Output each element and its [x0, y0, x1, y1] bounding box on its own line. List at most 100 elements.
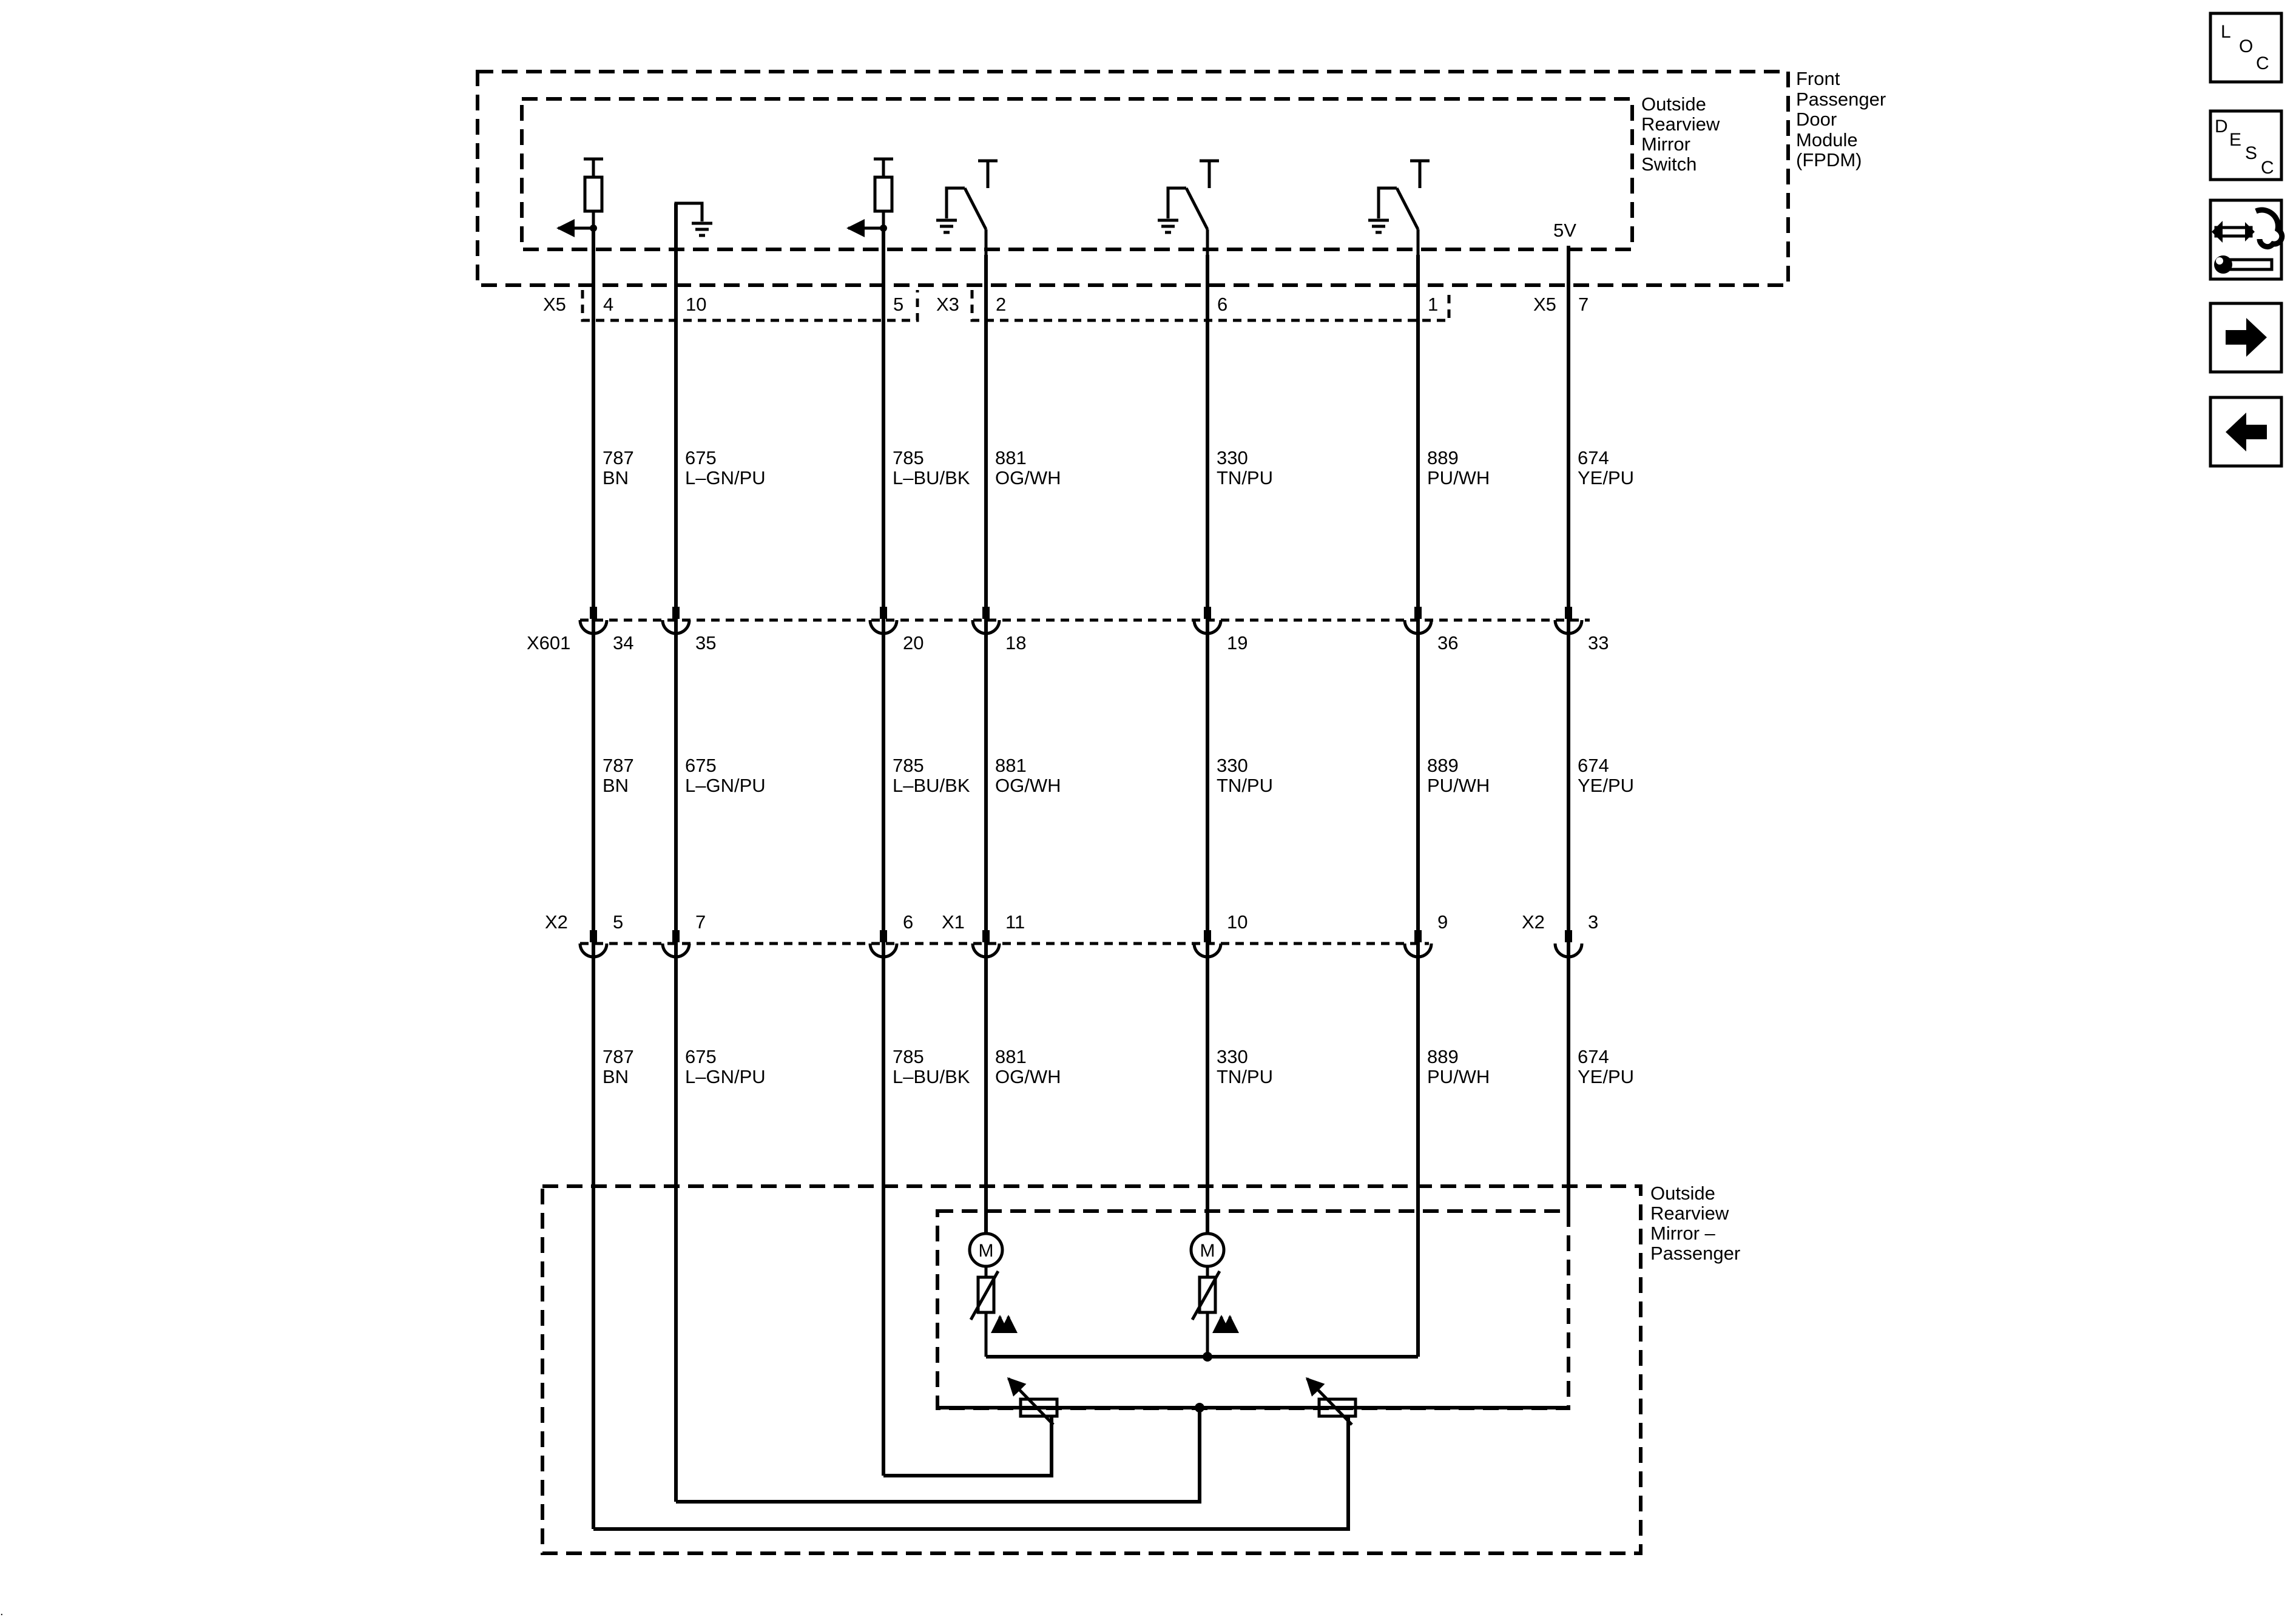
terminal-pin: [1565, 930, 1572, 942]
location-button[interactable]: L O C: [2209, 12, 2283, 84]
wire-color-label: PU/WH: [1427, 467, 1490, 488]
circuit-number-label: 675: [685, 1046, 717, 1067]
wire-color-label: BN: [603, 1066, 629, 1087]
description-button[interactable]: D E S C: [2209, 109, 2283, 181]
connector-mirror-x2-right: X2: [1522, 911, 1545, 933]
x601-pin-label: 36: [1437, 632, 1458, 653]
wire-color-label: BN: [603, 467, 629, 488]
terminal-pin: [590, 607, 597, 619]
outside-rearview-mirror-passenger: Outside Rearview Mirror – Passenger: [541, 1183, 1740, 1555]
mirror-internals: M M: [593, 1210, 1570, 1531]
svg-text:L: L: [2221, 22, 2231, 42]
fpdm-label: Front Passenger Door Module (FPDM): [1796, 68, 1891, 170]
fpdm-pin-label: 1: [1428, 294, 1438, 315]
fpdm-pin-label: 6: [1217, 294, 1227, 315]
x601-pin-label: 20: [903, 632, 923, 653]
terminal-pin: [880, 930, 887, 942]
wire-color-label: YE/PU: [1578, 467, 1634, 488]
connector-cavity: [1553, 619, 1584, 635]
circuit-number-label: 675: [685, 755, 717, 776]
terminal-pin: [982, 607, 990, 619]
wire-color-label: TN/PU: [1217, 1066, 1273, 1087]
mirror-pin-label: 10: [1227, 911, 1248, 933]
connector-cavity: [868, 943, 899, 959]
terminal-pin: [1565, 607, 1572, 619]
terminal-pin: [1204, 607, 1211, 619]
wire-color-label: L–GN/PU: [685, 467, 766, 488]
wire-color-label: OG/WH: [995, 1066, 1061, 1087]
circuit-number-label: 330: [1217, 755, 1248, 776]
arrow-right-icon[interactable]: [2209, 302, 2283, 374]
x601-pin-label: 19: [1227, 632, 1248, 653]
wire-color-label: L–BU/BK: [893, 775, 970, 796]
wire-color-label: L–GN/PU: [685, 1066, 766, 1087]
connector-wrench-icon[interactable]: [2209, 198, 2285, 281]
motor-label: M: [979, 1241, 994, 1261]
wire-color-label: TN/PU: [1217, 775, 1273, 796]
wires-layer: 4345787BN787BN787BN10357675L–GN/PU675L–G…: [578, 203, 1634, 1529]
wire-color-label: YE/PU: [1578, 775, 1634, 796]
connector-cavity: [1192, 619, 1223, 635]
wire-color-label: OG/WH: [995, 775, 1061, 796]
circuit-number-label: 674: [1578, 447, 1609, 468]
fpdm-pin-label: 5: [893, 294, 903, 315]
connector-x601: X601: [527, 632, 570, 653]
connector-cavity: [578, 943, 609, 959]
circuit-number-label: 881: [995, 1046, 1027, 1067]
fpdm-module: Front Passenger Door Module (FPDM): [476, 68, 1891, 287]
svg-text:C: C: [2256, 53, 2269, 73]
circuit-number-label: 889: [1427, 755, 1459, 776]
wire-color-label: TN/PU: [1217, 467, 1273, 488]
mirror-pin-label: 5: [613, 911, 623, 933]
connector-cavity: [661, 619, 691, 635]
circuit-number-label: 787: [603, 1046, 634, 1067]
circuit-number-label: 889: [1427, 1046, 1459, 1067]
svg-text:D: D: [2215, 116, 2228, 137]
circuit-number-label: 787: [603, 447, 634, 468]
terminal-pin: [590, 930, 597, 942]
connector-cavity: [578, 619, 609, 635]
connector-cavity: [1403, 619, 1433, 635]
terminal-pin: [1414, 607, 1422, 619]
terminal-pin: [982, 930, 990, 942]
mirror-pin-label: 3: [1588, 911, 1598, 933]
x601-pin-label: 33: [1588, 632, 1609, 653]
fpdm-pin-label: 10: [686, 294, 706, 315]
terminal-pin: [1414, 930, 1422, 942]
connector-cavity: [1192, 943, 1223, 959]
connector-cavity: [661, 943, 691, 959]
svg-text:E: E: [2229, 130, 2241, 150]
connector-fpdm-x5-right: X5: [1533, 294, 1556, 315]
circuit-number-label: 787: [603, 755, 634, 776]
fpdm-connectors: [581, 290, 1451, 322]
circuit-number-label: 674: [1578, 755, 1609, 776]
wire-color-label: OG/WH: [995, 467, 1061, 488]
circuit-number-label: 889: [1427, 447, 1459, 468]
wire-color-label: L–GN/PU: [685, 775, 766, 796]
corner-mark: .: [0, 1605, 4, 1617]
connector-cavity: [971, 619, 1001, 635]
fpdm-pin-label: 4: [603, 294, 613, 315]
wire-color-label: PU/WH: [1427, 775, 1490, 796]
mirror-pin-label: 6: [903, 911, 913, 933]
mirror-pin-label: 11: [1005, 911, 1025, 933]
wire-color-label: YE/PU: [1578, 1066, 1634, 1087]
terminal-pin: [880, 607, 887, 619]
wire-color-label: BN: [603, 775, 629, 796]
connector-cavity: [1553, 943, 1584, 959]
connector-mirror-x2-left: X2: [545, 911, 568, 933]
mirror-pin-label: 7: [695, 911, 706, 933]
switch-contacts: [556, 157, 1430, 303]
circuit-number-label: 330: [1217, 1046, 1248, 1067]
circuit-number-label: 785: [893, 755, 924, 776]
fpdm-pin-label: 2: [996, 294, 1006, 315]
fpdm-pin-label: 7: [1578, 294, 1589, 315]
arrow-left-icon[interactable]: [2209, 396, 2283, 468]
svg-text:C: C: [2261, 158, 2274, 178]
connector-mirror-x1: X1: [942, 911, 965, 933]
circuit-number-label: 785: [893, 447, 924, 468]
terminal-pin: [672, 607, 680, 619]
voltage-label: 5V: [1553, 220, 1576, 241]
circuit-number-label: 785: [893, 1046, 924, 1067]
